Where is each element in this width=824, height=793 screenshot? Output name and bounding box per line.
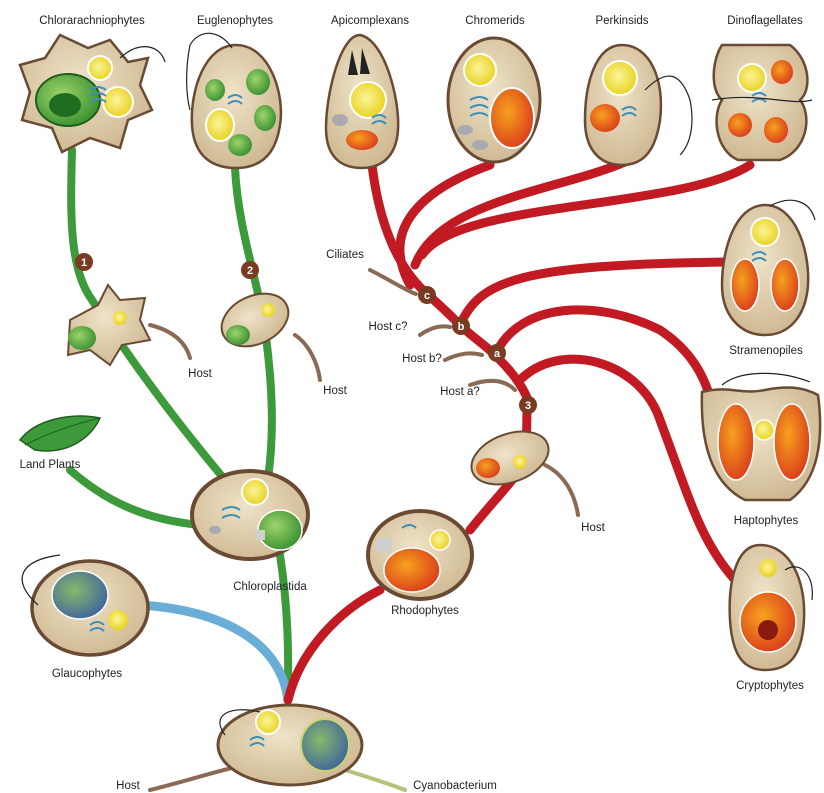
svg-text:1: 1 [81,257,87,269]
cell-euglenophytes [187,33,281,168]
label-ciliates: Ciliates [326,249,364,261]
label-perkinsids: Perkinsids [595,15,648,27]
node-a: a [488,344,506,362]
node-2: 2 [241,261,259,279]
cell-apicomplexans [326,35,398,168]
label-cyanobacterium: Cyanobacterium [413,780,497,792]
label-dinoflagellates: Dinoflagellates [727,15,803,27]
node-b: b [452,317,470,335]
cell-transition-2 [213,283,297,356]
cell-dinoflagellates [712,45,812,160]
svg-text:2: 2 [247,265,253,277]
label-host-1: Host [188,368,212,380]
host-line-c [420,326,450,335]
node-3: 3 [519,396,537,414]
cell-chloroplastida [192,471,308,559]
cell-transition-3 [464,422,556,494]
cell-stramenopiles [722,200,815,335]
cell-chromerids [448,38,540,162]
label-chloroplastida: Chloroplastida [233,581,307,593]
label-host-a: Host a? [440,386,480,398]
host-line-b [445,353,482,360]
cell-cryptophytes [730,545,813,670]
leaf-icon [20,416,100,451]
blue-line-glaucophytes [140,605,288,700]
label-haptophytes: Haptophytes [734,515,799,527]
host-line-3 [545,465,578,515]
label-host-2: Host [323,385,347,397]
cell-glaucophytes [22,555,148,655]
cell-ancestor [218,705,362,785]
svg-text:a: a [494,348,501,360]
label-land-plants: Land Plants [20,459,81,471]
lineage-lines [70,150,750,790]
label-cryptophytes: Cryptophytes [736,680,804,692]
host-line-1 [150,325,190,358]
cell-chlorarachniophytes [20,35,165,152]
label-chromerids: Chromerids [465,15,525,27]
green-line-land-plants [70,470,200,525]
cell-perkinsids [585,45,692,165]
svg-text:b: b [458,321,465,333]
node-1: 1 [75,253,93,271]
label-apicomplexans: Apicomplexans [331,15,409,27]
cell-transition-1 [68,285,150,365]
node-c: c [418,286,436,304]
red-line-stramenopiles [460,262,725,325]
label-host-bottom: Host [116,780,140,792]
label-glaucophytes: Glaucophytes [52,668,123,680]
host-line-2 [295,335,320,380]
label-stramenopiles: Stramenopiles [729,345,803,357]
cell-haptophytes [702,373,820,500]
label-chlorarachniophytes: Chlorarachniophytes [39,15,145,27]
labels: Chlorarachniophytes Euglenophytes Apicom… [20,15,804,792]
label-host-b: Host b? [402,353,442,365]
cell-rhodophytes [368,511,472,599]
label-host-3: Host [581,522,605,534]
svg-text:3: 3 [525,400,531,412]
label-host-c: Host c? [369,321,408,333]
label-rhodophytes: Rhodophytes [391,605,459,617]
red-line-rhodophyte-trunk [288,590,380,700]
label-euglenophytes: Euglenophytes [197,15,273,27]
svg-text:c: c [424,290,430,302]
